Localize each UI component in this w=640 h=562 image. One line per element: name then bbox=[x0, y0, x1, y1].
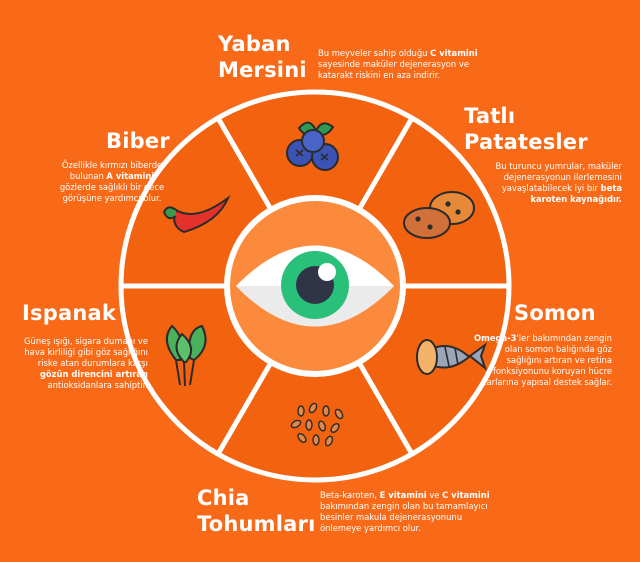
desc-yaban-mersini: Bu meyveler sahip olduğu C vitamini saye… bbox=[318, 48, 478, 80]
sweet-potato-icon bbox=[403, 191, 475, 239]
desc-somon: Omega-3'ler bakımından zengin olan somon… bbox=[473, 333, 612, 387]
spinach-icon bbox=[165, 324, 207, 387]
eye-icon bbox=[224, 195, 406, 377]
desc-tatli-patatesler: Bu turuncu yumrular, maküler dejenerasyo… bbox=[495, 161, 622, 204]
title-ispanak: Ispanak bbox=[22, 301, 117, 325]
title-yaban-mersini: Yaban Mersini bbox=[218, 32, 307, 82]
desc-biber: Özellikle kırmızı biberde bulunan A vita… bbox=[59, 160, 165, 203]
desc-chia-tohumlari: Beta-karoten, E vitamini ve C vitamini b… bbox=[320, 490, 490, 533]
title-biber: Biber bbox=[106, 129, 170, 153]
title-somon: Somon bbox=[514, 301, 596, 325]
desc-ispanak: Güneş ışığı, sigara dumanı ve hava kirli… bbox=[24, 336, 148, 390]
fish-icon bbox=[416, 339, 488, 375]
title-tatli-patatesler: Tatlı Patatesler bbox=[464, 104, 588, 154]
chili-pepper-icon bbox=[162, 194, 231, 234]
chia-seeds-icon bbox=[290, 402, 344, 447]
title-chia-tohumlari: Chia Tohumları bbox=[197, 486, 316, 536]
blueberry-icon bbox=[286, 121, 339, 171]
